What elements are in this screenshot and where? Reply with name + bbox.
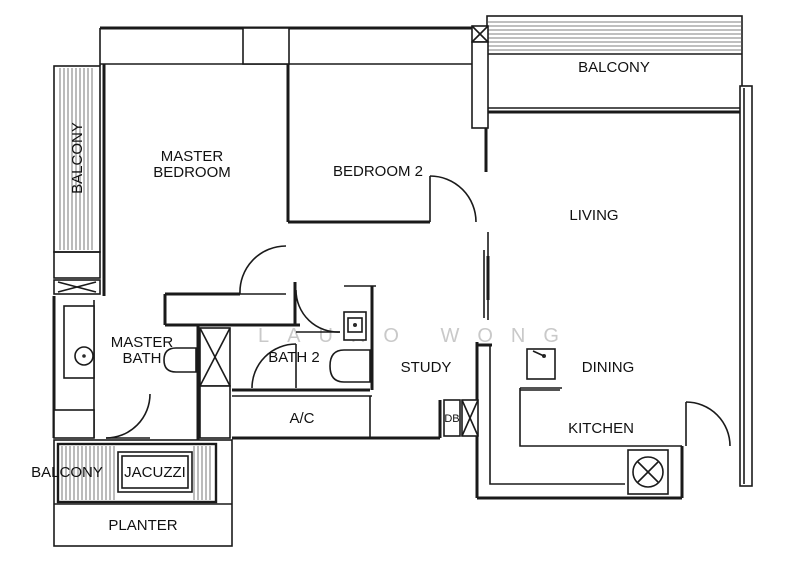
label-living: LIVING	[569, 207, 618, 224]
room-labels: MASTER BEDROOM BEDROOM 2 LIVING DINING K…	[31, 59, 650, 534]
exterior-walls	[99, 25, 753, 487]
balcony-left-hatch	[59, 68, 93, 250]
master-bath-vanity	[63, 305, 95, 379]
label-bedroom-2: BEDROOM 2	[333, 163, 423, 180]
fixtures	[53, 305, 669, 495]
label-master-bedroom-line1: MASTER	[161, 148, 224, 165]
label-kitchen: KITCHEN	[568, 420, 634, 437]
balcony-left	[53, 65, 101, 295]
label-study: STUDY	[401, 359, 452, 376]
label-planter: PLANTER	[108, 517, 177, 534]
label-db: DB	[444, 413, 459, 425]
bath-2-wc-icon	[329, 349, 371, 383]
doors	[105, 175, 731, 447]
label-balcony-left: BALCONY	[69, 122, 86, 194]
jacuzzi-deck-hatch	[61, 446, 211, 500]
label-master-bedroom-line2: BEDROOM	[153, 164, 231, 181]
label-ac: A/C	[289, 410, 314, 427]
label-dining: DINING	[582, 359, 635, 376]
master-bath-wc-icon	[163, 347, 197, 373]
label-jacuzzi: JACUZZI	[124, 464, 186, 481]
label-master-bath-line2: BATH	[123, 350, 162, 367]
watermark: LAURO WONG	[258, 325, 577, 347]
kitchen-sink-icon	[526, 348, 556, 380]
label-balcony-top: BALCONY	[578, 59, 650, 76]
label-bath-2: BATH 2	[268, 349, 319, 366]
jacuzzi-tub	[117, 451, 193, 493]
balcony-bottom	[53, 439, 233, 547]
db-cabinet	[443, 399, 461, 437]
label-balcony-bottom: BALCONY	[31, 464, 103, 481]
label-master-bath-line1: MASTER	[111, 334, 174, 351]
balcony-top-hatch	[487, 21, 742, 51]
